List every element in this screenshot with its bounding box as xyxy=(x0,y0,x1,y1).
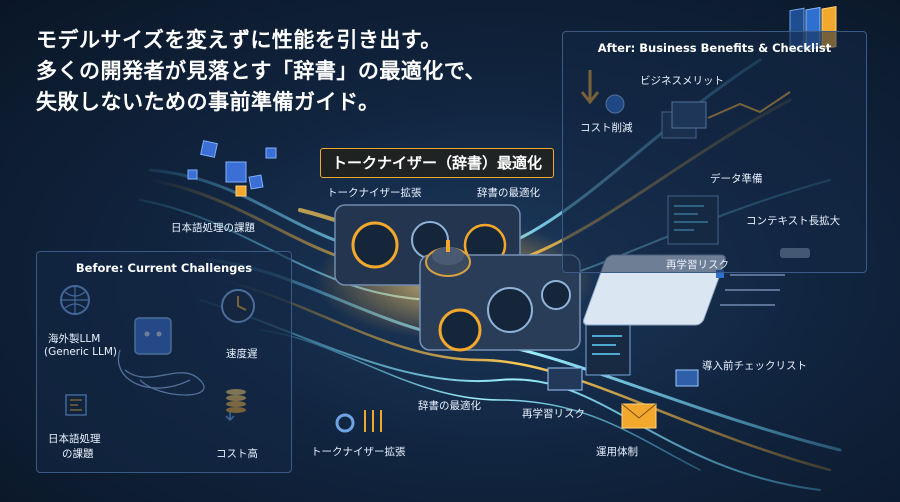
label-data-prep: データ準備 xyxy=(710,173,763,185)
label-slow: 速度遅 xyxy=(226,348,258,360)
label-retrain-risk-bottom: 再学習リスク xyxy=(522,408,585,420)
label-retrain-risk-top: 再学習リスク xyxy=(666,259,729,271)
label-operations: 運用体制 xyxy=(596,446,638,458)
center-title: トークナイザー（辞書）最適化 xyxy=(331,154,542,172)
label-checklist: 導入前チェックリスト xyxy=(702,360,807,372)
label-tokenizer-extension-bottom: トークナイザー拡張 xyxy=(311,446,406,458)
tokenizer-icons xyxy=(335,410,382,433)
label-cost-reduction: コスト削減 xyxy=(580,122,633,134)
label-dictionary-optimization: 辞書の最適化 xyxy=(477,187,540,199)
label-business-merit: ビジネスメリット xyxy=(640,75,724,87)
label-context-extension: コンテキスト長拡大 xyxy=(746,215,841,227)
label-high-cost: コスト高 xyxy=(216,448,258,460)
before-panel-title: Before: Current Challenges xyxy=(75,261,253,275)
label-dictionary-optimization-bottom: 辞書の最適化 xyxy=(418,400,481,412)
headline-line-3: 失敗しないための事前準備ガイド。 xyxy=(36,90,380,114)
label-generic-llm-1: 海外製LLM xyxy=(48,333,101,345)
before-panel: Before: Current Challenges xyxy=(36,251,292,473)
label-japanese-issues-1: 日本語処理 xyxy=(48,433,101,445)
headline-line-2: 多くの開発者が見落とす「辞書」の最適化で、 xyxy=(36,59,487,83)
lower-right-art xyxy=(547,324,699,429)
headline-line-1: モデルサイズを変えずに性能を引き出す。 xyxy=(36,28,442,52)
label-japanese-issues-top: 日本語処理の課題 xyxy=(171,222,255,234)
label-japanese-issues-2: の課題 xyxy=(62,448,94,460)
after-panel: After: Business Benefits & Checklist xyxy=(562,31,867,273)
label-tokenizer-extension: トークナイザー拡張 xyxy=(327,187,422,199)
label-generic-llm-2: (Generic LLM) xyxy=(44,346,118,358)
after-panel-title: After: Business Benefits & Checklist xyxy=(597,41,832,55)
cube-cluster-top xyxy=(187,140,277,197)
optimizer-device xyxy=(334,204,581,352)
center-title-box: トークナイザー（辞書）最適化 xyxy=(320,148,554,178)
